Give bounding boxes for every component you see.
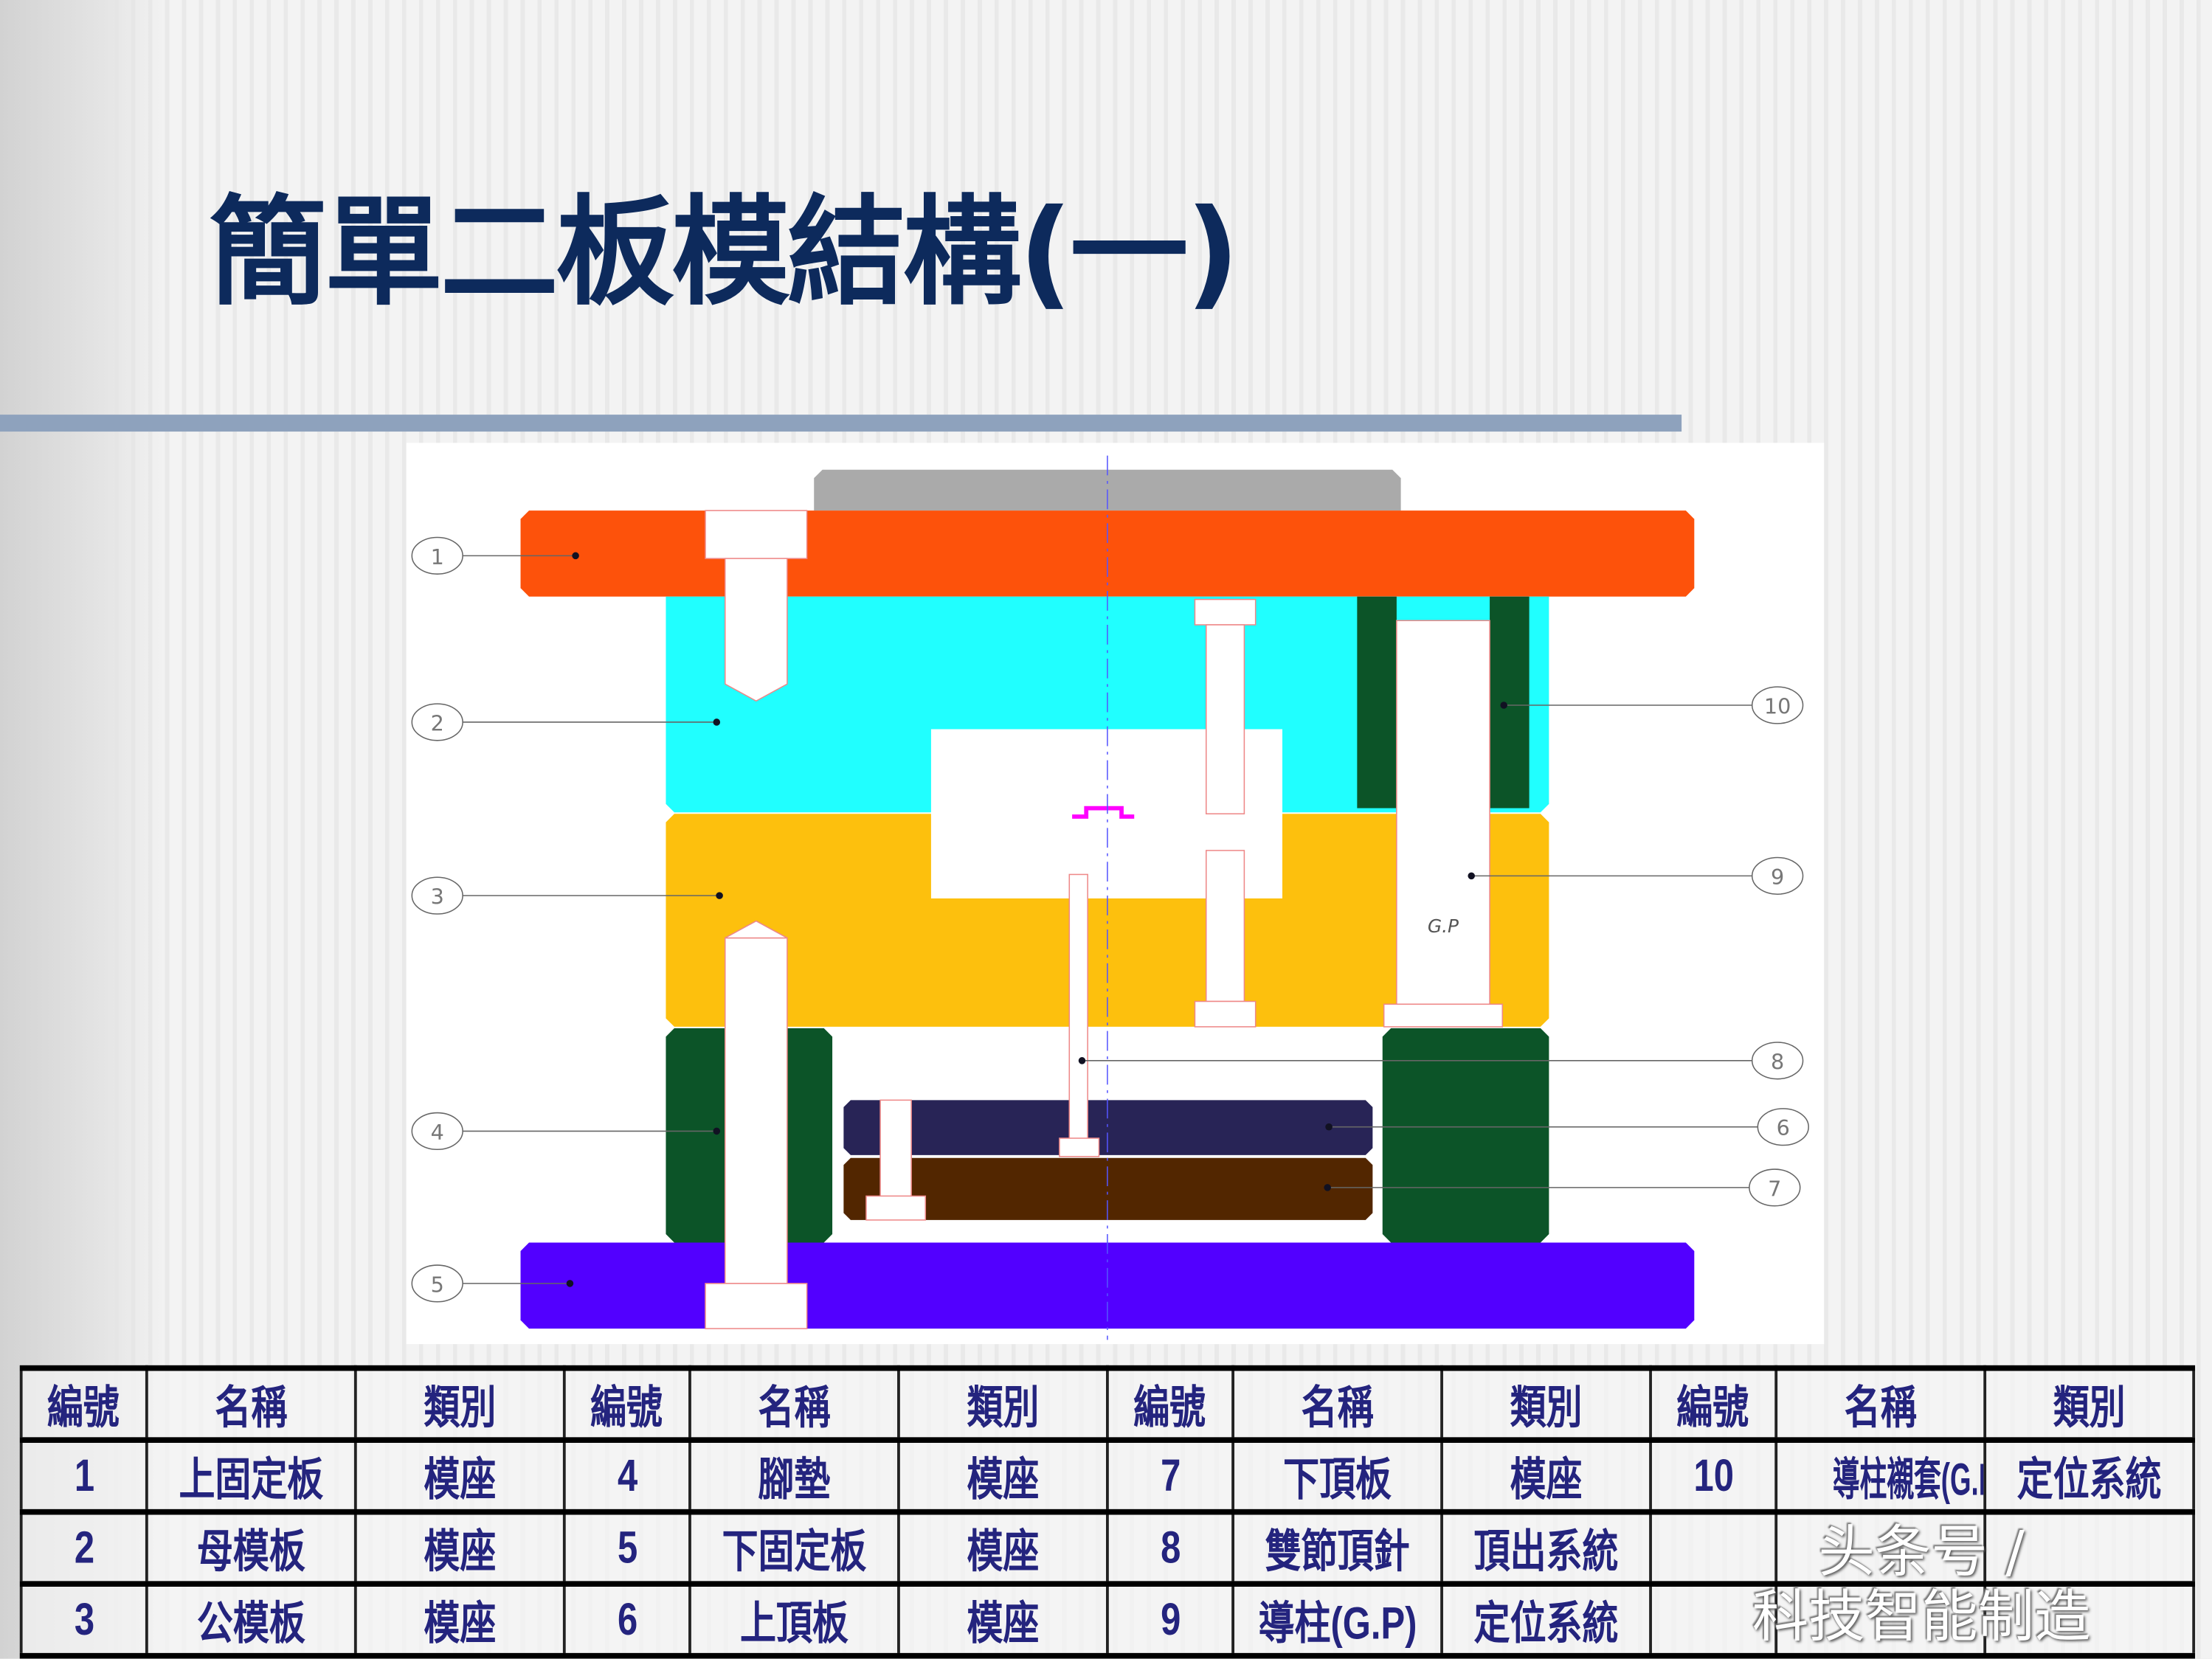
callout-9 [1751,856,1804,895]
table-cell: 模座 [967,1525,1040,1576]
callout-5 [411,1264,463,1303]
callout-label: 4 [431,1120,444,1145]
screw-bottom-shank [725,937,788,1284]
header-cell: 名稱 [215,1381,288,1433]
guide-bushing-right [1490,596,1530,808]
table-row: 1 上固定板 模座 4 腳墊 模座 7 下頂板 模座 10 導柱襯套(G.B 定… [19,1440,2196,1512]
guide-pin-label: G.P [1428,915,1459,937]
table-cell: 導柱襯套(G.B [1832,1453,1985,1505]
header-cell: 名稱 [1301,1381,1374,1433]
table-cell: 8 [1160,1522,1181,1573]
spacer-block-right [1382,1028,1549,1243]
table-cell: 雙節頂針 [1265,1525,1410,1576]
table-cell: 1 [74,1450,94,1501]
callout-label: 6 [1777,1115,1790,1140]
header-cell: 編號 [590,1381,663,1433]
support-screw [1205,850,1245,1002]
table-cell: 10 [1693,1450,1734,1501]
parts-table: 編號 名稱 類別 編號 名稱 類別 編號 名稱 類別 編號 名稱 類別 1 上固… [19,1365,2196,1659]
table-cell: 導柱(G.P) [1258,1597,1417,1649]
header-cell: 類別 [1510,1381,1583,1433]
table-row: 3 公模板 模座 6 上頂板 模座 9 導柱(G.P) 定位系統 [19,1584,2196,1656]
ejector-screw-head [865,1195,927,1221]
table-cell: 7 [1160,1450,1181,1501]
table-cell: 母模板 [196,1525,305,1576]
table-cell: 5 [617,1522,637,1573]
callout-7 [1749,1168,1801,1207]
callout-2 [411,703,463,741]
callout-label: 7 [1768,1176,1781,1201]
table-cell: 模座 [424,1525,497,1576]
table-cell: 4 [617,1450,637,1501]
callout-4 [411,1112,463,1151]
ejector-pin [1068,873,1088,1143]
callout-label: 1 [431,544,444,569]
table-cell: 模座 [424,1453,497,1505]
return-pin [1205,624,1245,814]
header-cell: 編號 [1134,1381,1206,1433]
table-cell: 下固定板 [722,1525,867,1576]
header-cell: 名稱 [758,1381,831,1433]
slide-title: 簡單二板模結構(一) [208,183,1240,322]
table-cell: 模座 [1510,1453,1583,1505]
callout-6 [1757,1108,1809,1146]
title-divider [0,415,1682,432]
table-cell: 頂出系統 [1473,1525,1619,1576]
table-cell: 腳墊 [758,1453,831,1505]
screw-top-head [705,510,808,559]
table-row: 2 母模板 模座 5 下固定板 模座 8 雙節頂針 頂出系統 [19,1511,2196,1584]
table-cell: 定位系統 [2016,1453,2162,1505]
table-cell: 9 [1160,1593,1181,1645]
callout-label: 8 [1771,1049,1784,1074]
table-cell: 上頂板 [740,1597,848,1649]
header-cell: 類別 [967,1381,1040,1433]
screw-bottom-head [705,1283,808,1329]
return-pin-head [1194,598,1257,626]
table-cell: 定位系統 [1473,1597,1619,1649]
table-cell: 公模板 [196,1597,305,1649]
mold-diagram: 1 2 3 4 5 10 9 8 6 7 G.P [406,443,1825,1345]
table-cell: 模座 [967,1597,1040,1649]
guide-pin [1396,620,1490,1005]
table-cell: 上固定板 [179,1453,324,1505]
ejector-retainer-plate [843,1100,1373,1155]
header-cell: 編號 [47,1381,120,1433]
header-cell: 類別 [424,1381,497,1433]
screw-bottom-tip [725,920,788,939]
table-cell: 模座 [424,1597,497,1649]
guide-bushing-left [1357,596,1397,808]
callout-label: 10 [1764,693,1791,718]
callout-10 [1751,686,1804,724]
table-cell: 3 [74,1593,94,1645]
callout-8 [1751,1042,1804,1080]
sprue-gate [1072,806,1135,819]
callout-1 [411,536,463,575]
support-screw-head [1194,1000,1257,1028]
ejector-screw [879,1099,912,1202]
top-clamp-plate [520,510,1695,597]
ejector-plate [843,1157,1373,1220]
screw-top-shank [725,558,788,702]
table-header-row: 編號 名稱 類別 編號 名稱 類別 編號 名稱 類別 編號 名稱 類別 [19,1368,2196,1441]
callout-label: 2 [431,710,444,735]
watermark: 头条号 / 科技智能制造 [1752,1520,2091,1651]
core-plate [666,814,1549,1027]
table-cell: 下頂板 [1283,1453,1392,1505]
table-cell: 模座 [967,1453,1040,1505]
header-cell: 名稱 [1844,1381,1917,1433]
callout-label: 3 [431,884,444,910]
ejector-pin-head [1059,1137,1100,1157]
table-cell: 2 [74,1522,94,1573]
callout-label: 9 [1771,865,1784,890]
header-cell: 類別 [2053,1381,2126,1433]
header-cell: 編號 [1677,1381,1750,1433]
table-cell: 6 [617,1593,637,1645]
callout-3 [411,876,463,915]
callout-label: 5 [431,1272,444,1297]
guide-pin-head [1383,1003,1504,1028]
